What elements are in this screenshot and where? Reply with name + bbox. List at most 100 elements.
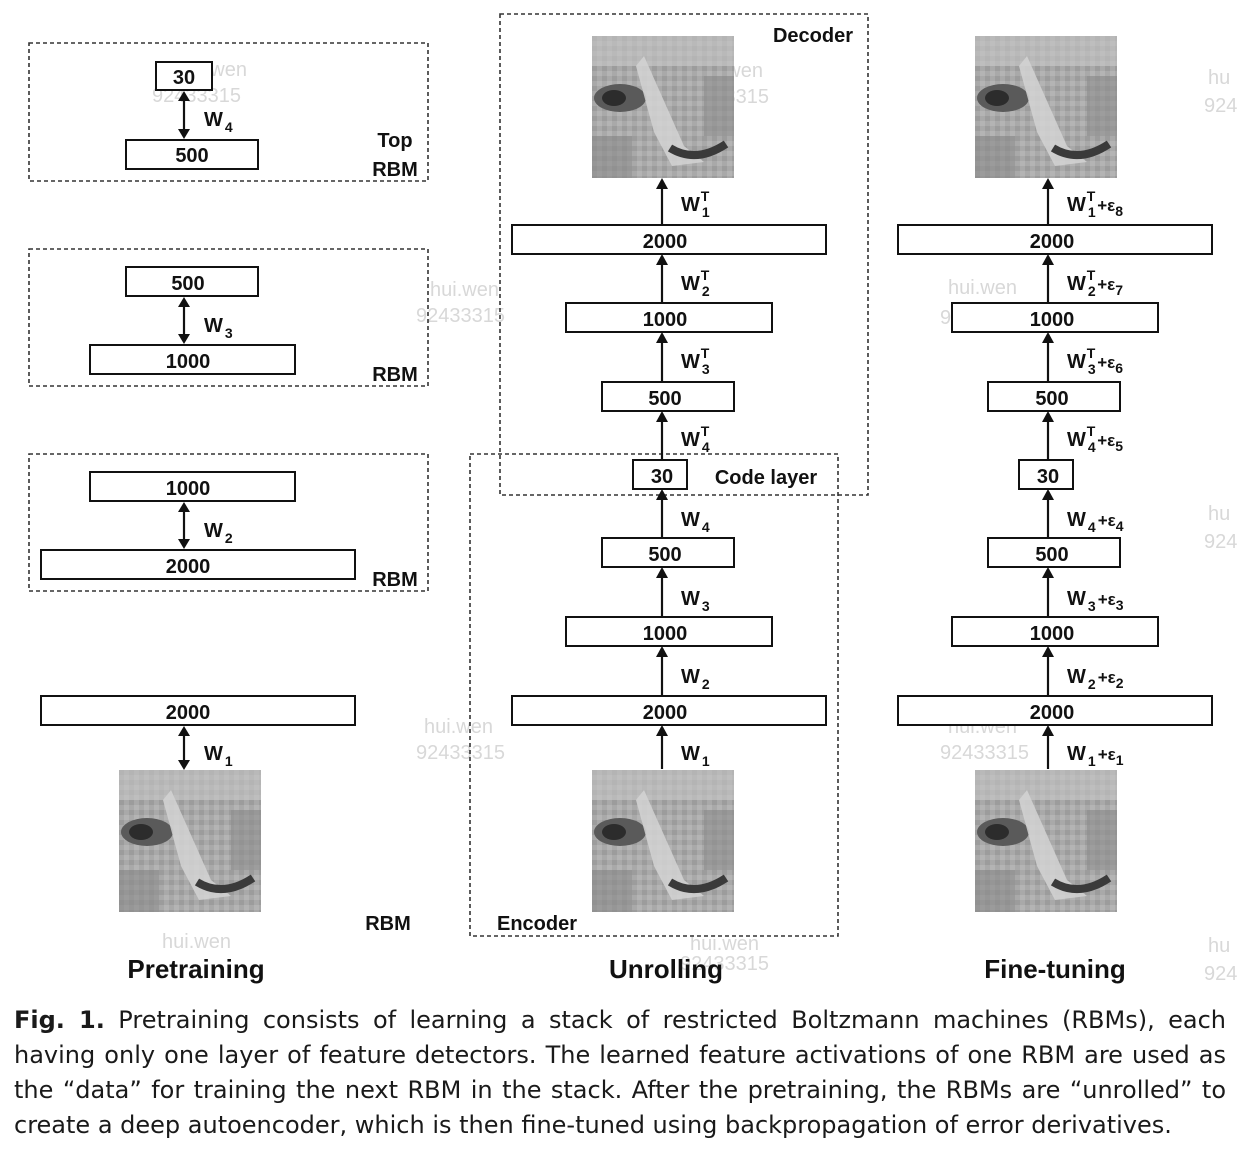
layer-box <box>897 224 1213 255</box>
layer-units: 2000 <box>643 231 688 253</box>
layer-box <box>40 549 356 580</box>
input-face-image <box>975 770 1117 912</box>
layer-box <box>897 695 1213 726</box>
output-face-image <box>975 36 1117 178</box>
watermark-text: hu <box>1208 935 1230 957</box>
top-rbm-group <box>28 42 429 182</box>
layer-units: 2000 <box>166 556 211 578</box>
unrolling-arrows <box>656 178 668 769</box>
layer-units: 30 <box>1037 466 1059 488</box>
layer-box <box>565 616 773 647</box>
unrolling-title: Unrolling <box>609 954 723 984</box>
watermark-text: 92433315 <box>940 742 1029 764</box>
arrow-head <box>178 334 190 344</box>
decoder-group <box>499 13 869 496</box>
layer-box <box>951 616 1159 647</box>
watermark-text: 924 <box>1204 531 1237 553</box>
finetuning-arrows <box>1042 178 1054 769</box>
layer-box <box>987 537 1121 568</box>
watermark-text: hui.wen <box>162 931 231 953</box>
top-rbm-label: Top <box>377 130 412 152</box>
layer-units: 500 <box>175 145 208 167</box>
code-layer-label: Code layer <box>715 467 817 489</box>
layer-units: 30 <box>173 67 195 89</box>
finetuning-title: Fine-tuning <box>984 954 1126 984</box>
arrow-head <box>178 726 190 736</box>
output-face-image <box>592 36 734 178</box>
layer-units: 1000 <box>643 309 688 331</box>
layer-units: 500 <box>171 273 204 295</box>
watermark-text: 924 <box>1204 95 1237 117</box>
layer-box <box>125 266 259 297</box>
input-face-image <box>592 770 734 912</box>
autoencoder-figure: hui.wen 92433315 hui.wen 92433315 hui.we… <box>28 13 1237 985</box>
watermark-text: hu <box>1208 67 1230 89</box>
layer-units: 1000 <box>1030 623 1075 645</box>
unrolling-panel: Decoder Encoder Code layer 2000 1000 500… <box>469 13 869 984</box>
layer-units: 2000 <box>1030 702 1075 724</box>
watermark-text: hui.wen <box>948 277 1017 299</box>
layer-box <box>125 139 259 170</box>
watermark-text: 92433315 <box>416 305 505 327</box>
layer-units: 1000 <box>166 351 211 373</box>
layer-units: 2000 <box>166 702 211 724</box>
layer-box <box>155 61 213 91</box>
layer-box <box>40 695 356 726</box>
rbm-group <box>28 453 429 592</box>
encoder-group <box>469 453 839 937</box>
layer-units: 1000 <box>1030 309 1075 331</box>
watermark-text: 92433315 <box>680 953 769 975</box>
rbm-label: RBM <box>372 364 418 386</box>
rbm-group <box>28 248 429 387</box>
decoder-label: Decoder <box>773 25 853 47</box>
layer-units: 30 <box>651 466 673 488</box>
layer-units: 1000 <box>643 623 688 645</box>
caption-label: Fig. 1. <box>14 1006 105 1034</box>
layer-units: 1000 <box>166 478 211 500</box>
watermark-text: 924 <box>1204 963 1237 985</box>
watermark-text: 92433315 <box>416 742 505 764</box>
layer-units: 2000 <box>1030 231 1075 253</box>
layer-box <box>987 381 1121 412</box>
layer-box <box>601 381 735 412</box>
layer-units: 500 <box>648 544 681 566</box>
caption-text: Pretraining consists of learning a stack… <box>14 1006 1226 1139</box>
rbm-label: RBM <box>365 913 411 935</box>
watermark-text: hui.wen <box>430 279 499 301</box>
layer-box <box>89 344 296 375</box>
layer-box <box>951 302 1159 333</box>
layer-box <box>89 471 296 502</box>
arrow-head <box>178 129 190 139</box>
input-face-image <box>119 770 261 912</box>
watermark-text: hu <box>1208 503 1230 525</box>
code-layer-box <box>632 459 688 490</box>
arrow-head <box>178 91 190 101</box>
encoder-label: Encoder <box>497 913 577 935</box>
layer-units: 500 <box>1035 544 1068 566</box>
figure-caption: Fig. 1. Pretraining consists of learning… <box>14 1003 1226 1143</box>
layer-box <box>565 302 773 333</box>
layer-units: 2000 <box>643 702 688 724</box>
watermark-text: hui.wen <box>424 716 493 738</box>
rbm-label: RBM <box>372 569 418 591</box>
layer-units: 500 <box>648 388 681 410</box>
layer-box <box>511 224 827 255</box>
arrow-head <box>178 297 190 307</box>
pretraining-title: Pretraining <box>127 954 264 984</box>
